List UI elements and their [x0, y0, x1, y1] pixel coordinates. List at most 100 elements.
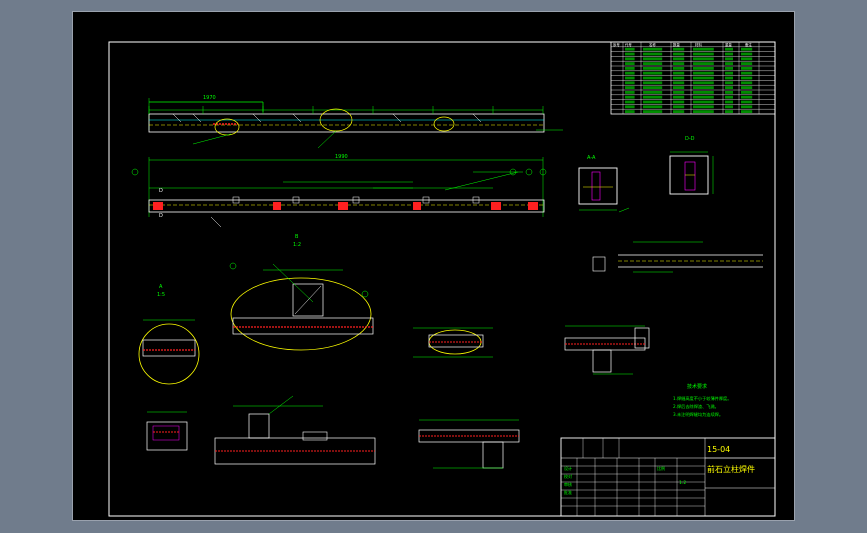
bom-cell-text: [673, 105, 685, 109]
bom-cell-text: [725, 52, 733, 56]
bom-cell-text: [725, 95, 733, 99]
bracket: [472, 196, 480, 204]
bom-cell-text: [643, 110, 663, 113]
bom-cell-text: [673, 57, 685, 61]
detail-view-e: [146, 411, 188, 451]
bom-cell-text: [643, 81, 663, 85]
bom-cell-text: [725, 110, 733, 113]
slot: [392, 113, 402, 123]
svg-text:1:5: 1:5: [157, 292, 165, 298]
bom-cell-text: [741, 67, 753, 70]
bom-cell-text: [673, 110, 685, 113]
section-d-d: D-D: [669, 136, 714, 195]
bom-cell-text: [741, 86, 753, 89]
bom-cell-text: [693, 52, 714, 56]
bom-cell-text: [741, 81, 753, 85]
bom-cell-text: [741, 52, 753, 56]
drawing-sheet: 序号代号名称数量材料重量备注 1970 1990 D D: [72, 11, 795, 521]
bom-cell-text: [673, 86, 685, 89]
main-view-beam: 1990 D D: [131, 154, 547, 228]
bom-cell-text: [693, 81, 714, 85]
slot: [252, 113, 262, 123]
notes-line-3: 3.未注明焊缝均为连续焊。: [673, 411, 723, 418]
svg-text:A: A: [159, 284, 163, 290]
bom-cell-text: [673, 47, 685, 51]
bom-cell-text: [725, 47, 733, 51]
bom-cell-text: [725, 100, 733, 104]
svg-text:A-A: A-A: [587, 155, 596, 161]
bom-cell-text: [673, 67, 685, 70]
bom-cell-text: [693, 95, 714, 99]
bracket: [232, 196, 240, 204]
top-view-beam: 1970: [148, 95, 563, 149]
bom-cell-text: [643, 52, 663, 56]
detail-view-a: A 1:5: [138, 284, 200, 385]
bom-cell-text: [673, 100, 685, 104]
bom-cell-text: [693, 105, 714, 109]
weld-mark: [273, 202, 281, 210]
bom-cell-text: [625, 67, 635, 70]
bom-cell-text: [673, 62, 685, 65]
bracket: [292, 196, 300, 204]
bom-cell-text: [693, 100, 714, 104]
bom-cell-text: [725, 86, 733, 89]
tb-cell-check: 校对: [564, 473, 572, 479]
bom-cell-text: [741, 100, 753, 104]
title-block: 15-04 前石立柱焊件 1:2 设计 校对 审核 批准 比例: [560, 437, 776, 517]
tb-cell-review: 审核: [564, 481, 572, 487]
bracket: [352, 196, 360, 204]
bom-header: 名称: [649, 42, 656, 47]
partial-beam-right: [592, 241, 763, 273]
bom-cell-text: [725, 67, 733, 70]
weld-mark: [528, 202, 538, 210]
bom-header: 重量: [725, 42, 732, 47]
bom-cell-text: [625, 105, 635, 109]
slot: [172, 113, 182, 123]
bom-cell-text: [741, 57, 753, 61]
tb-cell-approve: 批准: [564, 489, 572, 495]
bom-cell-text: [625, 52, 635, 56]
inner-frame: [108, 41, 776, 517]
drawing-title: 前石立柱焊件: [707, 464, 755, 474]
weld-mark: [338, 202, 348, 210]
drawing-number: 15-04: [707, 445, 730, 454]
slot: [292, 113, 302, 123]
bom-header: 代号: [625, 42, 632, 47]
bom-cell-text: [741, 95, 753, 99]
section-a-a: A-A: [578, 155, 630, 213]
bom-cell-text: [741, 62, 753, 65]
bom-cell-text: [643, 105, 663, 109]
bom-cell-text: [693, 71, 714, 75]
weld-mark: [413, 202, 421, 210]
weld-mark: [153, 202, 163, 210]
bom-cell-text: [625, 81, 635, 85]
bom-cell-text: [693, 86, 714, 89]
bom-cell-text: [625, 57, 635, 61]
svg-text:D: D: [159, 213, 163, 219]
bom-cell-text: [741, 105, 753, 109]
bom-header: 数量: [673, 42, 680, 47]
svg-text:B: B: [295, 234, 299, 240]
bom-cell-text: [741, 76, 753, 80]
svg-text:D: D: [159, 188, 163, 194]
bom-cell-text: [673, 52, 685, 56]
title-scale: 1:2: [679, 480, 686, 486]
bom-cell-text: [725, 62, 733, 65]
bracket: [422, 196, 430, 204]
bom-cell-text: [693, 47, 714, 51]
bom-cell-text: [673, 95, 685, 99]
bom-cell-text: [625, 91, 635, 94]
bom-cell-text: [625, 71, 635, 75]
bom-cell-text: [643, 91, 663, 94]
svg-text:1:2: 1:2: [293, 242, 301, 248]
bom-cell-text: [741, 47, 753, 51]
bom-cell-text: [741, 91, 753, 94]
bom-cell-text: [625, 95, 635, 99]
bom-cell-text: [741, 71, 753, 75]
bom-cell-text: [725, 71, 733, 75]
bom-cell-text: [725, 76, 733, 80]
detail-view-b: B 1:2: [229, 234, 374, 351]
bom-cell-text: [693, 67, 714, 70]
bom-cell-text: [673, 71, 685, 75]
bom-cell-text: [643, 71, 663, 75]
